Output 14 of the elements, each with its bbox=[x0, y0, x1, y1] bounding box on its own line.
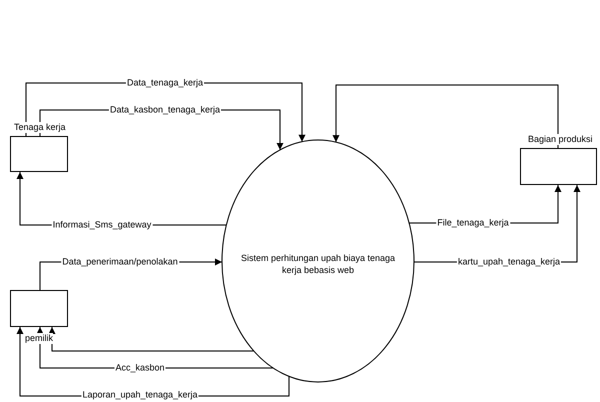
entity-label: pemilik bbox=[25, 333, 54, 344]
arrow bbox=[48, 326, 254, 352]
arrow bbox=[332, 84, 558, 148]
edge-label: Informasi_Sms_gateway bbox=[52, 220, 152, 230]
entity-label: Tenaga kerja bbox=[14, 122, 66, 133]
edge-label: Data_tenaga_kerja bbox=[126, 78, 204, 88]
entity-label: Bagian produksi bbox=[528, 134, 593, 145]
edge-label: Laporan_upah_tenaga_kerja bbox=[81, 390, 199, 400]
edge-label: kartu_upah_tenaga_kerja bbox=[456, 256, 562, 268]
edge-label: File_tenaga_kerja bbox=[436, 218, 510, 228]
process-label: Sistem perhitungan upah biaya tenaga kerja bebasis web bbox=[240, 252, 396, 276]
edge-label: Acc_kasbon bbox=[114, 362, 166, 374]
edge-label: Data_kasbon_tenaga_kerja bbox=[108, 104, 222, 116]
edge-label: Data_penerimaan/penolakan bbox=[61, 256, 179, 268]
